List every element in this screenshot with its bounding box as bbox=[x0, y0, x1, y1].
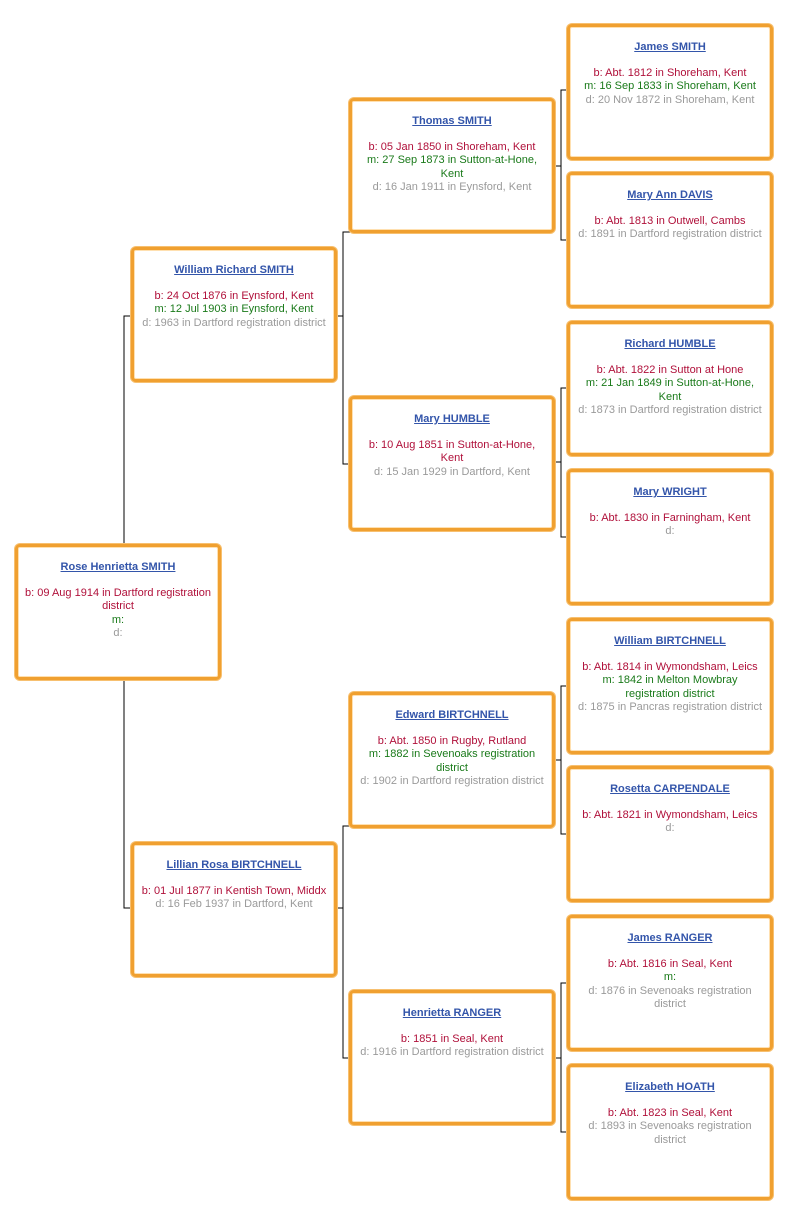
marriage-info: m: 21 Jan 1849 in Sutton-at-Hone, Kent bbox=[585, 377, 755, 403]
death-info: d: bbox=[665, 525, 675, 537]
person-card-henrietta: Henrietta RANGER b: 1851 in Seal, Kent d… bbox=[349, 990, 555, 1125]
marriage-info: m: 27 Sep 1873 in Sutton-at-Hone, Kent bbox=[367, 154, 537, 180]
birth-info: b: 05 Jan 1850 in Shoreham, Kent bbox=[368, 140, 536, 153]
person-name-link[interactable]: William Richard SMITH bbox=[174, 264, 294, 276]
death-info: d: 1963 in Dartford registration distric… bbox=[142, 316, 326, 329]
death-info: d: 1902 in Dartford registration distric… bbox=[360, 775, 544, 787]
person-card-james-ranger: James RANGER b: Abt. 1816 in Seal, Kent … bbox=[567, 915, 773, 1051]
person-card-mary-humble: Mary HUMBLE b: 10 Aug 1851 in Sutton-at-… bbox=[349, 396, 555, 531]
person-name-link[interactable]: Edward BIRTCHNELL bbox=[395, 709, 509, 721]
person-card-thomas: Thomas SMITH b: 05 Jan 1850 in Shoreham,… bbox=[349, 98, 555, 233]
death-info: d: 1891 in Dartford registration distric… bbox=[578, 228, 762, 240]
marriage-info: m: 16 Sep 1833 in Shoreham, Kent bbox=[584, 80, 756, 92]
person-card-richard: Richard HUMBLE b: Abt. 1822 in Sutton at… bbox=[567, 321, 773, 456]
person-name-link[interactable]: Rosetta CARPENDALE bbox=[610, 783, 730, 795]
birth-info: b: Abt. 1821 in Wymondsham, Leics bbox=[582, 808, 758, 821]
marriage-info: m: 1842 in Melton Mowbray registration d… bbox=[602, 674, 738, 700]
person-card-rose: Rose Henrietta SMITH b: 09 Aug 1914 in D… bbox=[15, 544, 221, 680]
person-name-link[interactable]: James SMITH bbox=[634, 41, 706, 53]
death-info: d: bbox=[113, 627, 123, 639]
person-name-link[interactable]: Mary WRIGHT bbox=[633, 486, 707, 498]
marriage-info: m: 1882 in Sevenoaks registration distri… bbox=[368, 748, 536, 774]
person-name-link[interactable]: Mary HUMBLE bbox=[414, 413, 490, 425]
marriage-info: m: bbox=[111, 613, 125, 626]
person-name-link[interactable]: Rose Henrietta SMITH bbox=[60, 561, 176, 573]
person-card-mary-wright: Mary WRIGHT b: Abt. 1830 in Farningham, … bbox=[567, 469, 773, 605]
person-name-link[interactable]: Henrietta RANGER bbox=[402, 1007, 502, 1019]
person-card-mary-ann: Mary Ann DAVIS b: Abt. 1813 in Outwell, … bbox=[567, 172, 773, 308]
person-card-rosetta: Rosetta CARPENDALE b: Abt. 1821 in Wymon… bbox=[567, 766, 773, 902]
person-card-elizabeth: Elizabeth HOATH b: Abt. 1823 in Seal, Ke… bbox=[567, 1064, 773, 1200]
person-name-link[interactable]: Elizabeth HOATH bbox=[625, 1081, 715, 1093]
birth-info: b: 09 Aug 1914 in Dartford registration … bbox=[25, 586, 211, 613]
death-info: d: 16 Feb 1937 in Dartford, Kent bbox=[155, 898, 313, 910]
birth-info: b: 01 Jul 1877 in Kentish Town, Middx bbox=[141, 884, 327, 897]
person-card-william-richard: William Richard SMITH b: 24 Oct 1876 in … bbox=[131, 247, 337, 382]
marriage-info: m: 12 Jul 1903 in Eynsford, Kent bbox=[154, 303, 314, 315]
death-info: d: 1873 in Dartford registration distric… bbox=[578, 404, 762, 416]
person-name-link[interactable]: Richard HUMBLE bbox=[624, 338, 716, 350]
person-card-james-smith: James SMITH b: Abt. 1812 in Shoreham, Ke… bbox=[567, 24, 773, 160]
birth-info: b: 10 Aug 1851 in Sutton-at-Hone, Kent bbox=[368, 438, 536, 465]
death-info: d: 1875 in Pancras registration district bbox=[577, 701, 763, 713]
person-name-link[interactable]: James RANGER bbox=[627, 932, 713, 944]
person-card-william-birtchnell: William BIRTCHNELL b: Abt. 1814 in Wymon… bbox=[567, 618, 773, 754]
death-info: d: 15 Jan 1929 in Dartford, Kent bbox=[374, 465, 530, 478]
person-name-link[interactable]: William BIRTCHNELL bbox=[614, 635, 726, 647]
person-name-link[interactable]: Thomas SMITH bbox=[412, 115, 492, 127]
death-info: d: 16 Jan 1911 in Eynsford, Kent bbox=[372, 181, 532, 193]
birth-info: b: Abt. 1850 in Rugby, Rutland bbox=[377, 734, 527, 747]
birth-info: b: 1851 in Seal, Kent bbox=[400, 1032, 504, 1045]
birth-info: b: 24 Oct 1876 in Eynsford, Kent bbox=[154, 289, 314, 302]
person-name-link[interactable]: Mary Ann DAVIS bbox=[627, 189, 713, 201]
birth-info: b: Abt. 1814 in Wymondsham, Leics bbox=[582, 660, 758, 673]
birth-info: b: Abt. 1816 in Seal, Kent bbox=[607, 957, 733, 970]
birth-info: b: Abt. 1830 in Farningham, Kent bbox=[589, 511, 751, 524]
person-card-edward: Edward BIRTCHNELL b: Abt. 1850 in Rugby,… bbox=[349, 692, 555, 828]
marriage-info: m: bbox=[663, 971, 677, 983]
birth-info: b: Abt. 1812 in Shoreham, Kent bbox=[593, 66, 747, 79]
death-info: d: 1893 in Sevenoaks registration distri… bbox=[588, 1120, 752, 1146]
person-card-lillian: Lillian Rosa BIRTCHNELL b: 01 Jul 1877 i… bbox=[131, 842, 337, 977]
birth-info: b: Abt. 1813 in Outwell, Cambs bbox=[594, 214, 746, 227]
birth-info: b: Abt. 1822 in Sutton at Hone bbox=[596, 363, 744, 376]
death-info: d: 20 Nov 1872 in Shoreham, Kent bbox=[585, 93, 755, 106]
death-info: d: bbox=[665, 822, 675, 834]
person-name-link[interactable]: Lillian Rosa BIRTCHNELL bbox=[166, 859, 302, 871]
death-info: d: 1916 in Dartford registration distric… bbox=[360, 1046, 544, 1058]
death-info: d: 1876 in Sevenoaks registration distri… bbox=[588, 984, 752, 1011]
birth-info: b: Abt. 1823 in Seal, Kent bbox=[607, 1106, 733, 1119]
